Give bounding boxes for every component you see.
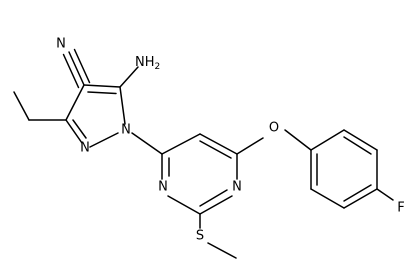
bond-ph-c4-c5-double [343, 188, 378, 209]
amino-subscript-text: 2 [155, 62, 161, 72]
atom-label-fluorine: F [397, 201, 404, 216]
bond-n1-pyrimidine [131, 132, 163, 155]
bond-pyr-c5-c6-double [199, 133, 238, 155]
bond-ph-c1-c2 [310, 129, 345, 151]
bond-ph-c2-c3-double-inner [343, 136, 372, 155]
bond-ch2-ch3 [13, 91, 30, 121]
bond-layer [13, 48, 394, 259]
atom-label-ether-o: O [269, 121, 279, 136]
bond-c3-n2-double [65, 119, 83, 144]
bond-pyr-n1-c2-double [199, 195, 233, 215]
atom-label-nitrile-n: N [56, 37, 66, 52]
nitrile-triple-bond-c [62, 53, 80, 89]
bond-o-phenyl [284, 129, 312, 151]
bond-ph-c2-c3-double [343, 129, 378, 151]
bond-c4-c5-double-inner [87, 91, 117, 95]
atom-label-amino: NH2 [135, 55, 160, 72]
bond-c5-n1 [119, 86, 126, 125]
bond-c-f [376, 188, 394, 201]
nitrile-triple-bond-a [68, 51, 85, 86]
bond-ph-c4-c5-double-inner [343, 184, 372, 202]
bond-pyr-n1-c2-double-inner [199, 189, 228, 207]
bond-c5-amino [119, 66, 139, 88]
bond-c3-n2-double-inner [72, 119, 87, 139]
bond-pyr-c5-c6-double-inner [199, 140, 232, 159]
atom-label-thioether-s: S [196, 229, 204, 244]
bond-c6-o [236, 137, 264, 155]
bond-n2-n1 [89, 132, 119, 148]
bond-s-ch3 [207, 242, 237, 259]
bond-pyr-c2-n3 [167, 195, 201, 215]
bond-c4-c5-double [83, 84, 121, 88]
atom-label-pyrimidine-n-right: N [232, 180, 242, 195]
bond-c4-c3 [65, 84, 85, 121]
bond-ph-c5-c6 [310, 188, 345, 209]
nitrile-triple-bond-b [73, 48, 91, 84]
atom-label-pyrazole-n1: N [121, 123, 131, 138]
atom-label-pyrimidine-n-left: N [158, 180, 168, 195]
bond-pyr-c4-c5 [161, 133, 201, 155]
amino-nh-text: NH [135, 55, 155, 70]
atom-label-layer: N NH2 N N O F N N S [56, 37, 405, 244]
atom-label-pyrazole-n2: N [80, 141, 90, 156]
